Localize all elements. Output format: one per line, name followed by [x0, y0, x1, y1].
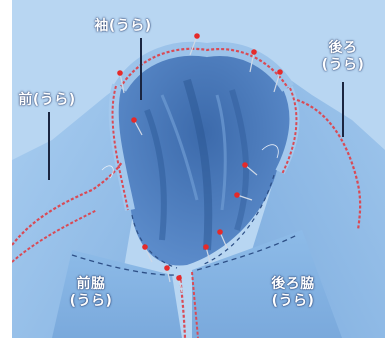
back-side-panel — [192, 230, 342, 338]
leader-sleeve — [140, 38, 142, 100]
sewing-photo — [12, 0, 385, 338]
label-sleeve-inside: 袖(うら) — [94, 18, 152, 34]
leader-front — [48, 112, 50, 180]
front-side-panel — [52, 250, 182, 338]
label-back-side-inside: 後ろ脇 (うら) — [271, 276, 315, 309]
sewing-pins — [117, 33, 283, 293]
label-front-inside: 前(うら) — [18, 92, 76, 108]
serged-edge-cap — [119, 47, 289, 89]
label-back-inside: 後ろ (うら) — [321, 40, 365, 73]
leader-back — [342, 82, 344, 137]
photo-illustration — [12, 0, 385, 338]
label-front-side-inside: 前脇 (うら) — [69, 276, 113, 309]
